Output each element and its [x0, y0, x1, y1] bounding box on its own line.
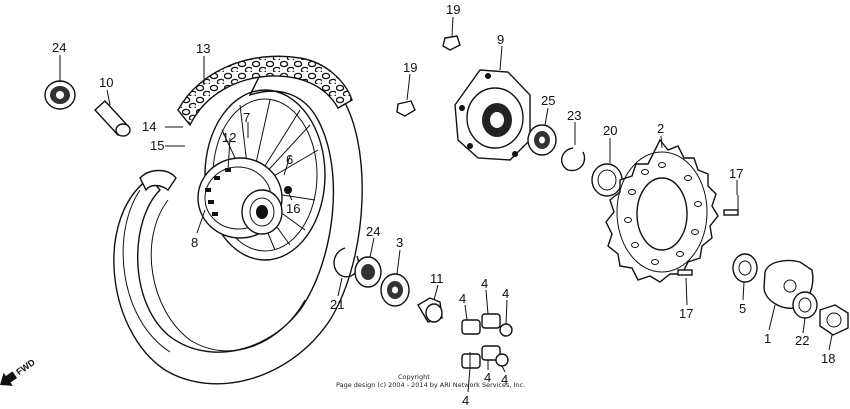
nut-19-top — [442, 35, 461, 51]
callout-25: 25 — [541, 93, 555, 108]
callout-10: 10 — [99, 75, 113, 90]
axle-nut-18 — [819, 304, 849, 336]
bolt-17-upper — [723, 195, 739, 216]
callout-16: 16 — [286, 201, 300, 216]
leader-lines — [59, 16, 833, 393]
bearing-25 — [527, 124, 557, 156]
bolt-17-lower — [677, 269, 693, 276]
washer-22 — [792, 291, 818, 319]
spacer-10 — [94, 100, 131, 137]
callout-4-e: 4 — [501, 372, 508, 387]
nut-16 — [284, 186, 292, 194]
rear-tire — [113, 55, 363, 385]
callout-12: 12 — [222, 130, 236, 145]
fwd-label: FWD — [14, 357, 37, 377]
nut-19-mid — [396, 100, 416, 117]
callout-4-a: 4 — [459, 291, 466, 306]
fwd-arrow: FWD — [0, 357, 37, 386]
bearing-24-lower — [354, 256, 382, 288]
bearing-3 — [380, 273, 410, 307]
callout-4-b: 4 — [481, 276, 488, 291]
callout-4-d: 4 — [484, 370, 491, 385]
callout-2: 2 — [657, 121, 664, 136]
callout-20: 20 — [603, 123, 617, 138]
callout-14: 14 — [142, 119, 156, 134]
callout-3: 3 — [396, 235, 403, 250]
copyright-line-2: Page design (c) 2004 - 2014 by ARI Netwo… — [336, 381, 525, 389]
callout-11: 11 — [430, 271, 444, 286]
callout-6: 6 — [286, 152, 293, 167]
copyright-line-1: Copyright — [398, 373, 430, 381]
callout-23: 23 — [567, 108, 581, 123]
sprocket-flange-9 — [454, 69, 531, 161]
circlip-23 — [561, 147, 586, 172]
oil-seal-20 — [591, 163, 623, 197]
callout-22: 22 — [795, 333, 809, 348]
callout-24-top: 24 — [52, 40, 66, 55]
callout-1: 1 — [764, 331, 771, 346]
callout-4-f: 4 — [462, 393, 469, 408]
callout-19-top: 19 — [446, 2, 460, 17]
callouts: 24 10 13 14 15 12 7 6 16 8 19 19 9 25 23… — [52, 2, 835, 408]
callout-9: 9 — [497, 32, 504, 47]
callout-17-lower: 17 — [679, 306, 693, 321]
callout-17-upper: 17 — [729, 166, 743, 181]
callout-8: 8 — [191, 235, 198, 250]
callout-15: 15 — [150, 138, 164, 153]
callout-7: 7 — [243, 110, 250, 125]
collar-5 — [732, 253, 758, 283]
callout-18: 18 — [821, 351, 835, 366]
dampers-4 — [461, 313, 513, 369]
callout-19-mid: 19 — [403, 60, 417, 75]
callout-24-lower: 24 — [366, 224, 380, 239]
bearing-24-top — [44, 80, 76, 110]
callout-5: 5 — [739, 301, 746, 316]
callout-21: 21 — [330, 297, 344, 312]
wheel-rim-and-spokes — [197, 89, 326, 261]
callout-13: 13 — [196, 41, 210, 56]
collar-11 — [417, 297, 443, 323]
callout-4-c: 4 — [502, 286, 509, 301]
sprocket-2 — [605, 138, 719, 283]
